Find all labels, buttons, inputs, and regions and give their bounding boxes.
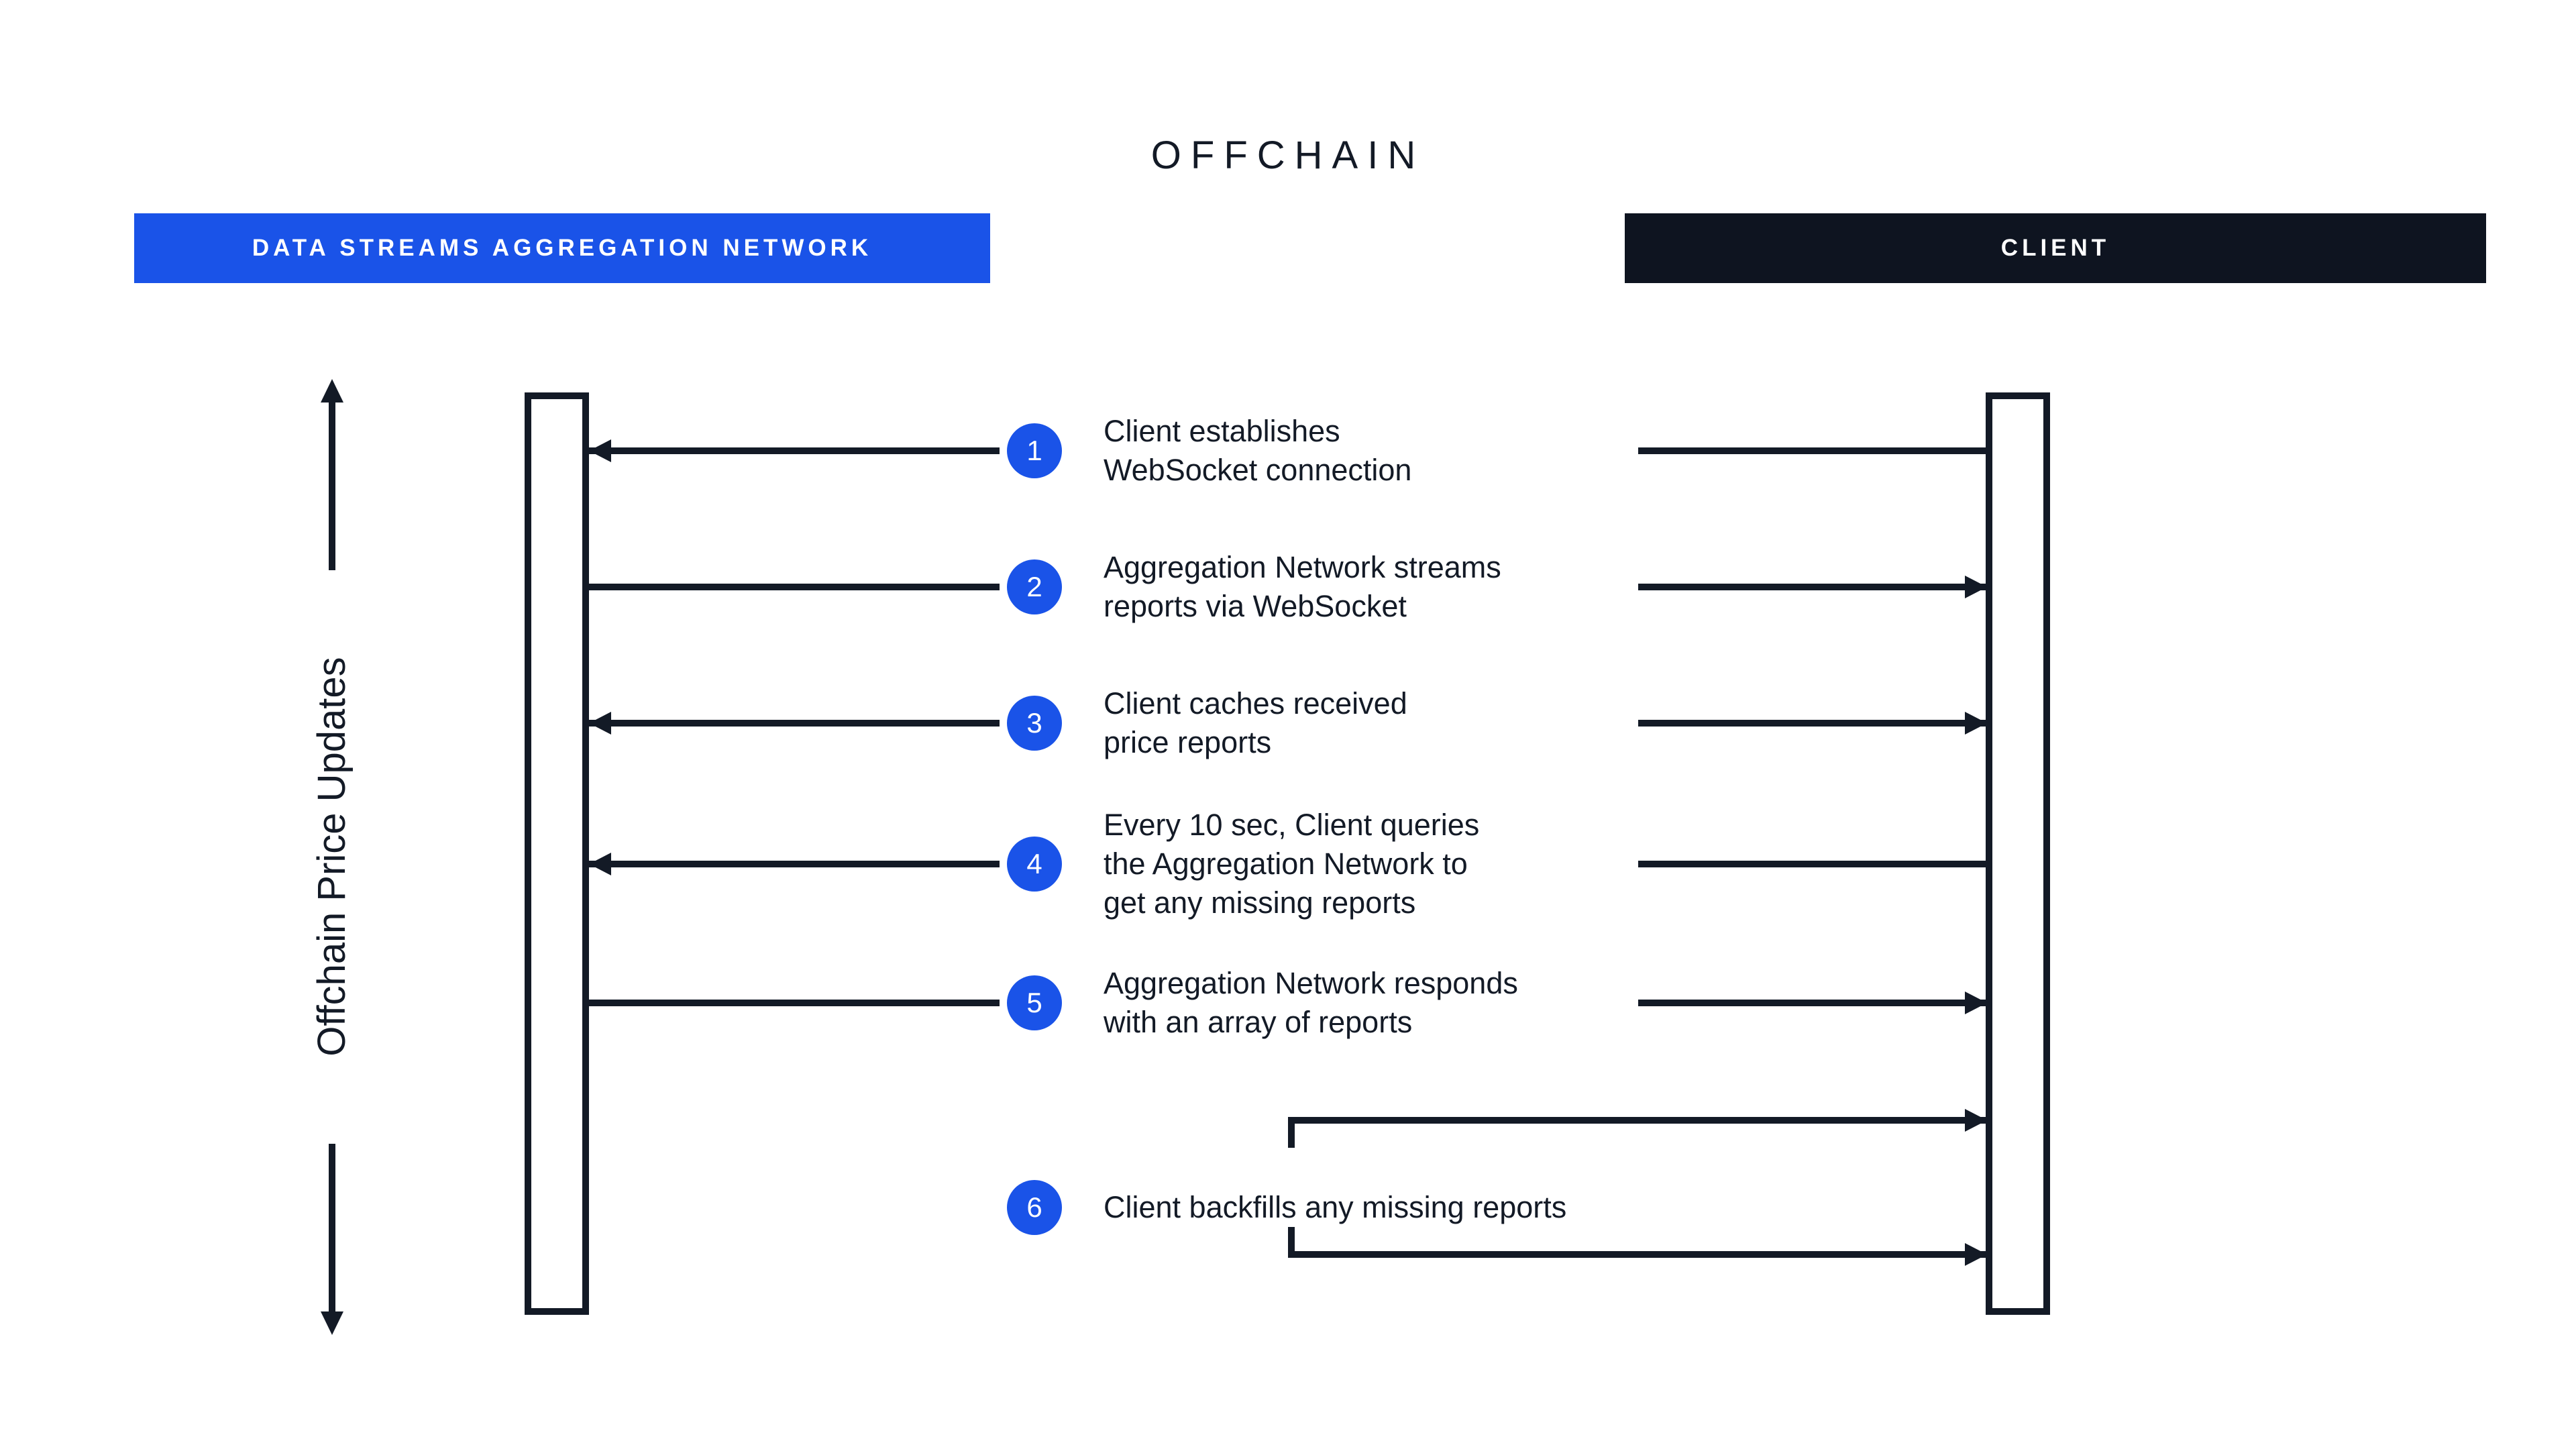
message-line-left (589, 447, 1000, 454)
self-loop-bottom-line (1288, 1251, 1987, 1258)
step-number-badge: 5 (1007, 975, 1062, 1030)
message-line-right (1638, 861, 1987, 867)
message-line-left (589, 584, 1000, 590)
message-line-right (1638, 447, 1987, 454)
step-number: 4 (1026, 848, 1042, 879)
step-number-badge: 1 (1007, 423, 1062, 478)
left-arrowhead-icon (589, 439, 611, 462)
self-loop-top-line (1288, 1117, 1987, 1124)
step-number-badge: 6 (1007, 1180, 1062, 1235)
step-number-badge: 3 (1007, 696, 1062, 751)
right-arrowhead-icon (1965, 1109, 1987, 1132)
lifeline-aggregation-network (525, 392, 589, 1315)
step-number-badge: 4 (1007, 837, 1062, 892)
message-line-right (1638, 720, 1987, 727)
down-arrow-icon (321, 1311, 343, 1335)
step-number: 2 (1026, 571, 1042, 602)
left-arrowhead-icon (589, 712, 611, 735)
participant-label-aggregation-network: DATA STREAMS AGGREGATION NETWORK (252, 235, 873, 261)
step-number: 1 (1026, 435, 1042, 466)
message-line-right (1638, 1000, 1987, 1006)
step-number: 3 (1026, 707, 1042, 739)
step-description: Aggregation Network streams reports via … (1104, 550, 1501, 623)
step-description: Client backfills any missing reports (1104, 1190, 1567, 1224)
self-loop-bottom-stub (1288, 1227, 1295, 1258)
step-number-badge: 2 (1007, 559, 1062, 614)
step-number: 6 (1026, 1191, 1042, 1223)
diagram-title: OFFCHAIN (1150, 133, 1426, 177)
axis-line-bottom (329, 1144, 335, 1311)
up-arrow-icon (321, 379, 343, 402)
right-arrowhead-icon (1965, 576, 1987, 598)
participant-banner-aggregation-network: DATA STREAMS AGGREGATION NETWORK (134, 213, 990, 283)
self-loop-top-stub (1288, 1117, 1295, 1148)
participant-banner-client: CLIENT (1625, 213, 2486, 283)
right-arrowhead-icon (1965, 1243, 1987, 1266)
right-arrowhead-icon (1965, 991, 1987, 1014)
axis-label: Offchain Price Updates (310, 657, 354, 1057)
right-arrowhead-icon (1965, 712, 1987, 735)
step-description: Every 10 sec, Client queries the Aggrega… (1104, 808, 1480, 920)
message-line-left (589, 1000, 1000, 1006)
message-line-left (589, 720, 1000, 727)
lifeline-client (1986, 392, 2050, 1315)
step-number: 5 (1026, 987, 1042, 1018)
participant-label-client: CLIENT (2000, 235, 2110, 261)
axis-line-top (329, 402, 335, 570)
step-description: Client establishes WebSocket connection (1104, 414, 1412, 487)
step-description: Client caches received price reports (1104, 686, 1407, 759)
message-line-left (589, 861, 1000, 867)
message-line-right (1638, 584, 1987, 590)
step-description: Aggregation Network responds with an arr… (1104, 966, 1518, 1039)
left-arrowhead-icon (589, 853, 611, 875)
